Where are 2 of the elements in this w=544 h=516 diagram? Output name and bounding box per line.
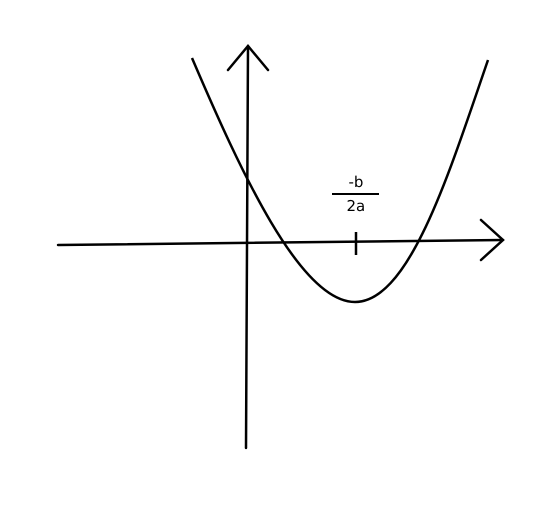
- fraction-numerator: -b: [348, 174, 364, 190]
- fraction-denominator: 2a: [346, 198, 366, 214]
